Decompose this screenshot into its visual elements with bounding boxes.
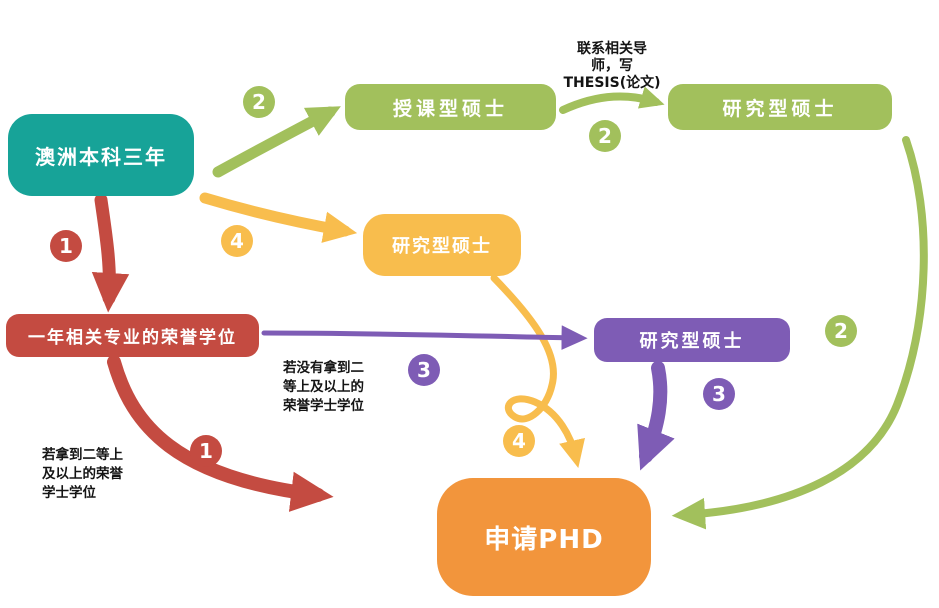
node-australia-undergrad: 澳洲本科三年 [8,114,194,196]
node-research-master-yellow-label: 研究型硕士 [392,236,492,257]
node-coursework-master-label: 授课型硕士 [392,97,508,120]
node-apply-phd-label: 申请PHD [484,524,604,555]
node-honours-degree-label: 一年相关专业的荣誉学位 [28,328,237,348]
node-honours-degree: 一年相关专业的荣誉学位 [6,314,259,357]
note-no-honours: 若没有拿到二 等上及以上的 荣誉学士学位 [283,340,383,416]
badge-step-4-phd-label: 4 [512,429,526,453]
node-australia-undergrad-label: 澳洲本科三年 [35,144,167,169]
badge-step-1-honours-label: 1 [59,234,73,258]
badge-step-2-coursework-label: 2 [252,90,266,114]
note-thesis: 联系相关导 师，写 THESIS(论文) [537,24,687,109]
arrow-undergrad-to-research-yellow [199,192,358,243]
node-apply-phd: 申请PHD [437,478,651,596]
arrow-undergrad-to-coursework [212,106,341,178]
note-no-honours-text: 若没有拿到二 等上及以上的 荣誉学士学位 [283,360,364,414]
badge-step-3-no-honours: 3 [408,354,440,386]
node-research-master-green: 研究型硕士 [668,84,892,130]
badge-step-3-phd-label: 3 [712,382,726,406]
badge-step-2-coursework: 2 [243,86,275,118]
badge-step-1-phd-label: 1 [199,439,213,463]
badge-step-4-phd: 4 [503,425,535,457]
badge-step-2-thesis: 2 [589,120,621,152]
badge-step-3-phd: 3 [703,378,735,410]
arrow-undergrad-to-honours [91,193,130,313]
badge-step-4-research: 4 [221,225,253,257]
node-research-master-green-label: 研究型硕士 [722,97,838,120]
badge-step-1-honours: 1 [50,230,82,262]
node-research-master-purple: 研究型硕士 [594,318,790,362]
note-thesis-top: 联系相关导 师，写 [577,41,647,74]
node-research-master-purple-label: 研究型硕士 [639,331,745,352]
badge-step-1-phd: 1 [190,435,222,467]
note-thesis-bold: THESIS(论文) [563,75,661,91]
arrow-research-purple-to-phd [637,361,675,471]
node-research-master-yellow: 研究型硕士 [363,214,521,276]
note-with-honours: 若拿到二等上 及以上的荣誉 学士学位 [42,427,142,503]
badge-step-2-green-phd: 2 [825,315,857,347]
badge-step-2-green-phd-label: 2 [834,319,848,343]
arrow-honours-to-research-purple [261,325,588,351]
badge-step-4-research-label: 4 [230,229,244,253]
note-with-honours-text: 若拿到二等上 及以上的荣誉 学士学位 [42,447,123,501]
badge-step-2-thesis-label: 2 [598,124,612,148]
node-coursework-master: 授课型硕士 [345,84,556,130]
badge-step-3-no-honours-label: 3 [417,358,431,382]
